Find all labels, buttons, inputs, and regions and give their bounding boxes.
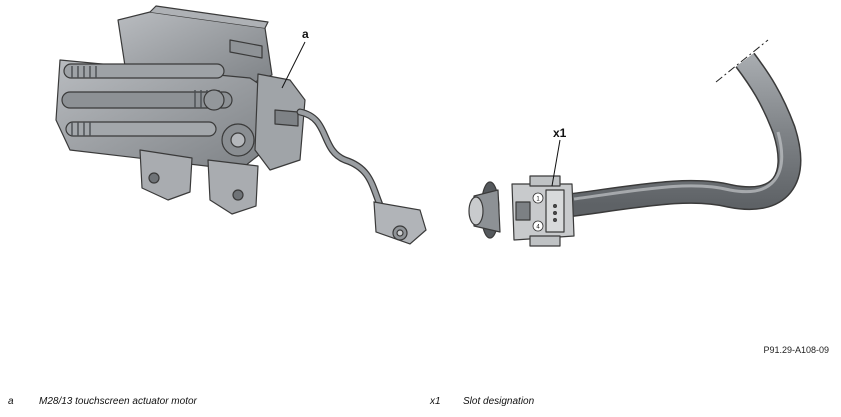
pin-4-label: 4 — [536, 225, 540, 231]
x1-connector — [468, 175, 575, 247]
actuator-motor — [55, 5, 306, 215]
motor-cable — [296, 108, 384, 209]
callout-x1-leader — [551, 139, 561, 187]
pin-1-label: 1 — [536, 197, 540, 203]
legend-key: x1 — [430, 396, 441, 407]
legend-text: Slot designation — [463, 396, 535, 407]
pin-4-marker: 4 — [532, 220, 544, 232]
callout-a-leader — [281, 41, 306, 89]
callout-x1: x1 — [553, 126, 567, 140]
x1-cable — [570, 39, 802, 217]
legend-key: a — [8, 396, 14, 407]
motor-connector-plug — [373, 201, 427, 245]
pin-1-marker: 1 — [532, 192, 544, 204]
callout-a: a — [302, 27, 309, 41]
legend-text: M28/13 touchscreen actuator motor — [39, 396, 197, 407]
figure-id: P91.29-A108-09 — [763, 345, 829, 355]
